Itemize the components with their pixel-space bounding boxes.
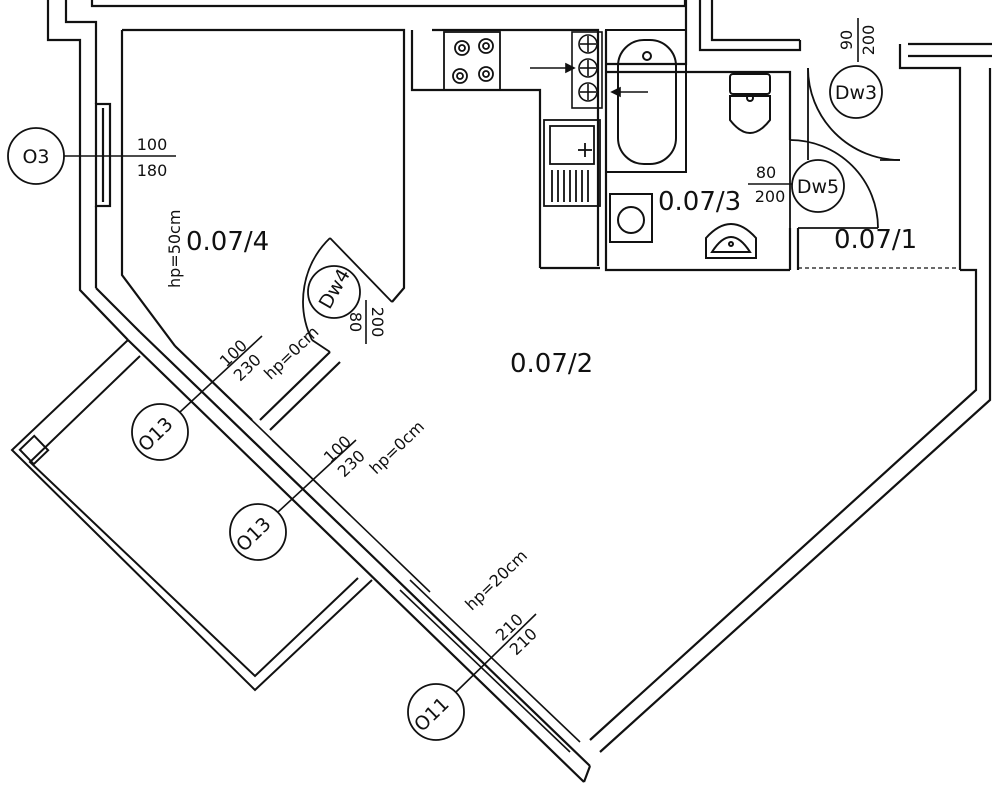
washing-machine-icon (609, 193, 653, 243)
room-labels: 0.07/4 0.07/3 0.07/1 0.07/2 (186, 187, 917, 379)
room-label-0-07-1: 0.07/1 (834, 225, 917, 255)
door-dw5-width: 80 (756, 163, 776, 182)
room-4-hp-note: hp=50cm (165, 210, 184, 288)
window-o3-label: O3 (22, 146, 49, 168)
room-label-0-07-3: 0.07/3 (658, 187, 741, 217)
window-o3-width: 100 (137, 135, 168, 154)
stove-icon (443, 31, 501, 91)
door-dw5-height: 200 (755, 187, 786, 206)
window-o11-hp: hp=20cm (461, 546, 531, 614)
door-tag-dw3: Dw3 90 200 (829, 18, 883, 119)
door-dw3-height: 200 (859, 25, 878, 56)
window-o13-upper-hp: hp=0cm (260, 322, 322, 383)
door-tag-dw5: Dw5 80 200 (748, 159, 845, 213)
toilet-icon (729, 73, 771, 134)
room-label-0-07-4: 0.07/4 (186, 227, 269, 257)
door-dw4-height: 200 (368, 307, 387, 338)
door-dw3-label: Dw3 (835, 82, 877, 104)
window-o3-height: 180 (137, 161, 168, 180)
door-dw4-width: 80 (346, 312, 365, 332)
window-tag-o11: O11 210 210 hp=20cm (407, 546, 541, 741)
window-o13-lower-hp: hp=0cm (366, 417, 428, 478)
bathtub-icon (605, 29, 687, 173)
window-tag-o3: O3 100 180 (7, 127, 176, 185)
kitchen-sink-icon (543, 119, 601, 207)
washbasin-icon (705, 223, 757, 259)
door-tag-dw4: Dw4 200 80 (307, 265, 387, 344)
room-label-0-07-2: 0.07/2 (510, 349, 593, 379)
door-dw5-label: Dw5 (797, 176, 839, 198)
balcony (10, 339, 373, 692)
door-swings (302, 67, 901, 353)
diagonal-window-frames (164, 345, 581, 753)
door-dw3-width: 90 (837, 30, 856, 50)
